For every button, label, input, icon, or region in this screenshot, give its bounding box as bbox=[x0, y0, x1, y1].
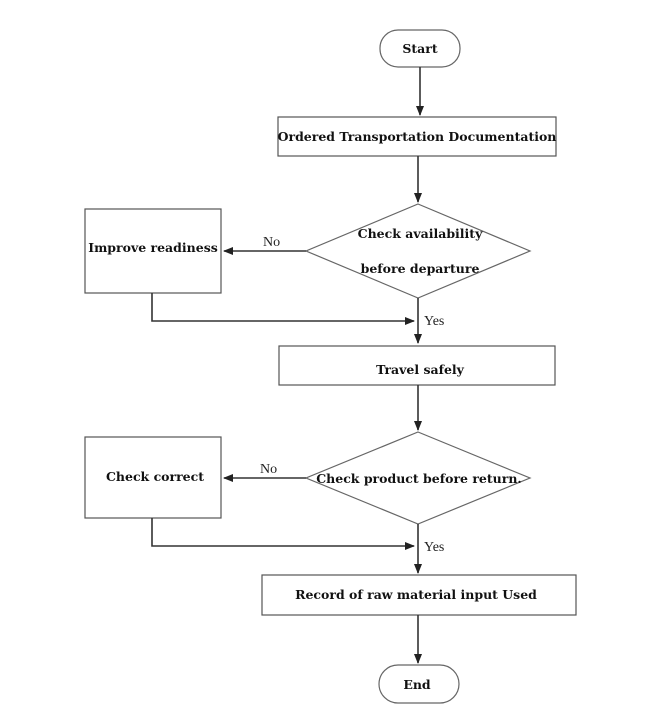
check-product-decision: Check product before return. bbox=[304, 431, 532, 525]
yes-label-2: Yes bbox=[424, 540, 444, 555]
check-correct-box: Check correct bbox=[84, 436, 222, 519]
check-correct-label: Check correct bbox=[106, 469, 204, 484]
travel-safely-box: Travel safely bbox=[278, 345, 556, 386]
ordered-documentation-box: Ordered Transportation Documentation bbox=[277, 116, 557, 157]
record-raw-material-label: Record of raw material input Used bbox=[295, 587, 537, 602]
check-product-label: Check product before return. bbox=[316, 471, 522, 486]
ordered-documentation-label: Ordered Transportation Documentation bbox=[278, 129, 557, 144]
check-availability-label-line2: before departure bbox=[361, 261, 480, 276]
improve-readiness-box: Improve readiness bbox=[84, 208, 222, 294]
travel-safely-label: Travel safely bbox=[376, 362, 465, 377]
end-label: End bbox=[403, 677, 431, 692]
no-label-1: No bbox=[263, 235, 280, 250]
edge-check-correct-loop-back bbox=[151, 518, 415, 550]
improve-readiness-label: Improve readiness bbox=[88, 240, 218, 255]
edge-improve-loop-back bbox=[151, 293, 415, 325]
end-node: End bbox=[378, 664, 460, 704]
check-availability-decision: Check availability before departure bbox=[304, 203, 532, 299]
no-label-2: No bbox=[260, 462, 277, 477]
start-node: Start bbox=[379, 29, 461, 68]
start-label: Start bbox=[402, 41, 437, 56]
yes-label-1: Yes bbox=[424, 314, 444, 329]
check-availability-label-line1: Check availability bbox=[358, 226, 483, 241]
record-raw-material-box: Record of raw material input Used bbox=[261, 574, 577, 616]
